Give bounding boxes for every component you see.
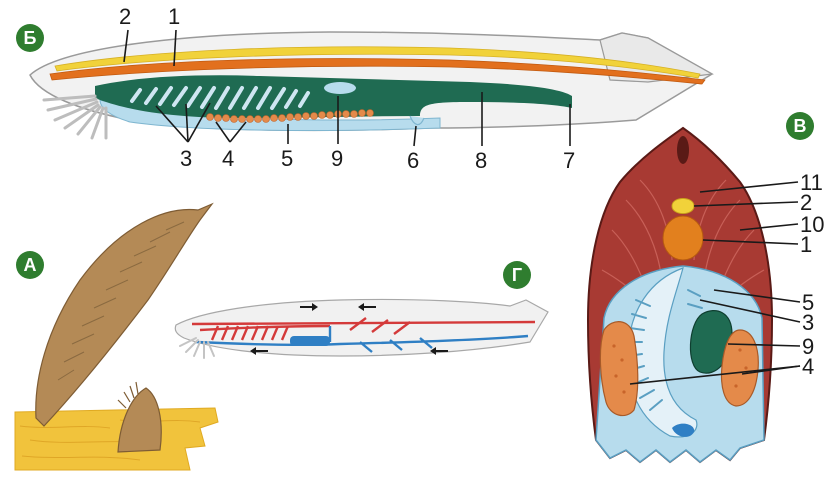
badge-v	[786, 112, 814, 140]
cross-gonad-right	[720, 329, 759, 407]
cross-notochord	[662, 215, 704, 261]
leader-v-3	[699, 299, 801, 323]
badge-g	[503, 261, 531, 289]
nerve-tube	[54, 46, 701, 79]
label-v-4: 4	[802, 354, 814, 379]
label-v-11: 11	[800, 170, 823, 195]
label-b-5: 5	[281, 146, 293, 171]
leader-v-2	[693, 201, 799, 207]
tail-fin	[599, 32, 714, 83]
liver-outgrowth	[324, 82, 356, 94]
leader-v-5	[713, 289, 801, 303]
label-v-5: 5	[802, 290, 814, 315]
flow-arrows	[250, 303, 448, 355]
gonads	[206, 109, 374, 123]
label-b-6: 6	[407, 148, 419, 173]
label-v-9: 9	[802, 334, 814, 359]
label-b-9: 9	[331, 146, 343, 171]
sand	[14, 407, 219, 471]
leader-b-4a	[215, 121, 231, 143]
head-cirri	[117, 381, 139, 409]
badge-v-label: В	[794, 116, 807, 136]
panel-v-cross-section: 11 2 10 1 5 3 9 4 В	[586, 112, 824, 464]
cross-intestine	[689, 310, 733, 374]
lancelet-long-body	[35, 202, 214, 427]
lancelet-myomeres	[57, 221, 185, 381]
label-v-3: 3	[802, 310, 814, 335]
endostyle	[672, 423, 695, 437]
cross-gonad-left	[599, 321, 639, 417]
cross-nerve-tube	[671, 198, 695, 214]
label-b-1: 1	[168, 4, 180, 29]
arterial-vessels	[191, 317, 536, 341]
notochord	[49, 58, 706, 85]
panel-g-circulatory-system: Г	[174, 261, 549, 359]
label-b-2: 2	[119, 4, 131, 29]
badge-b	[16, 24, 44, 52]
leader-v-4b	[629, 365, 801, 385]
label-v-2: 2	[800, 190, 812, 215]
leader-b-1	[173, 29, 177, 67]
leader-v-1	[702, 239, 799, 245]
panel-a-lancelet-in-sand: А	[14, 202, 219, 471]
leader-v-10	[739, 223, 799, 231]
dorsal-fin-ray	[677, 136, 689, 164]
liver-sinus	[290, 336, 330, 346]
gonad-texture	[612, 344, 748, 394]
label-b-3: 3	[180, 146, 192, 171]
leader-v-9	[727, 343, 801, 347]
badge-b-label: Б	[24, 28, 37, 48]
gill-slits	[130, 86, 310, 110]
panel-b-longitudinal-section: 2 1 3 4 5 9 6 8 7 Б	[16, 4, 714, 173]
leader-b-6	[413, 125, 417, 147]
circulatory-cirri	[179, 337, 215, 359]
circulatory-body-outline	[174, 298, 549, 357]
leader-b-2	[123, 29, 129, 63]
label-b-4: 4	[222, 146, 234, 171]
leader-b-3b	[185, 103, 189, 143]
oral-cirri	[42, 94, 108, 140]
badge-g-label: Г	[512, 265, 522, 285]
label-v-10: 10	[800, 212, 824, 237]
atriopore	[409, 115, 425, 126]
lancelet-head-in-sand	[117, 387, 162, 453]
venous-vessels	[195, 326, 529, 353]
leader-b-4b	[229, 121, 247, 143]
leader-v-11	[699, 181, 799, 193]
leader-b-3c	[187, 102, 211, 143]
leader-b-3a	[155, 105, 189, 143]
label-v-1: 1	[800, 232, 812, 257]
badge-a	[16, 251, 44, 279]
badge-a-label: А	[24, 255, 37, 275]
label-b-7: 7	[563, 148, 575, 173]
label-b-8: 8	[475, 148, 487, 173]
